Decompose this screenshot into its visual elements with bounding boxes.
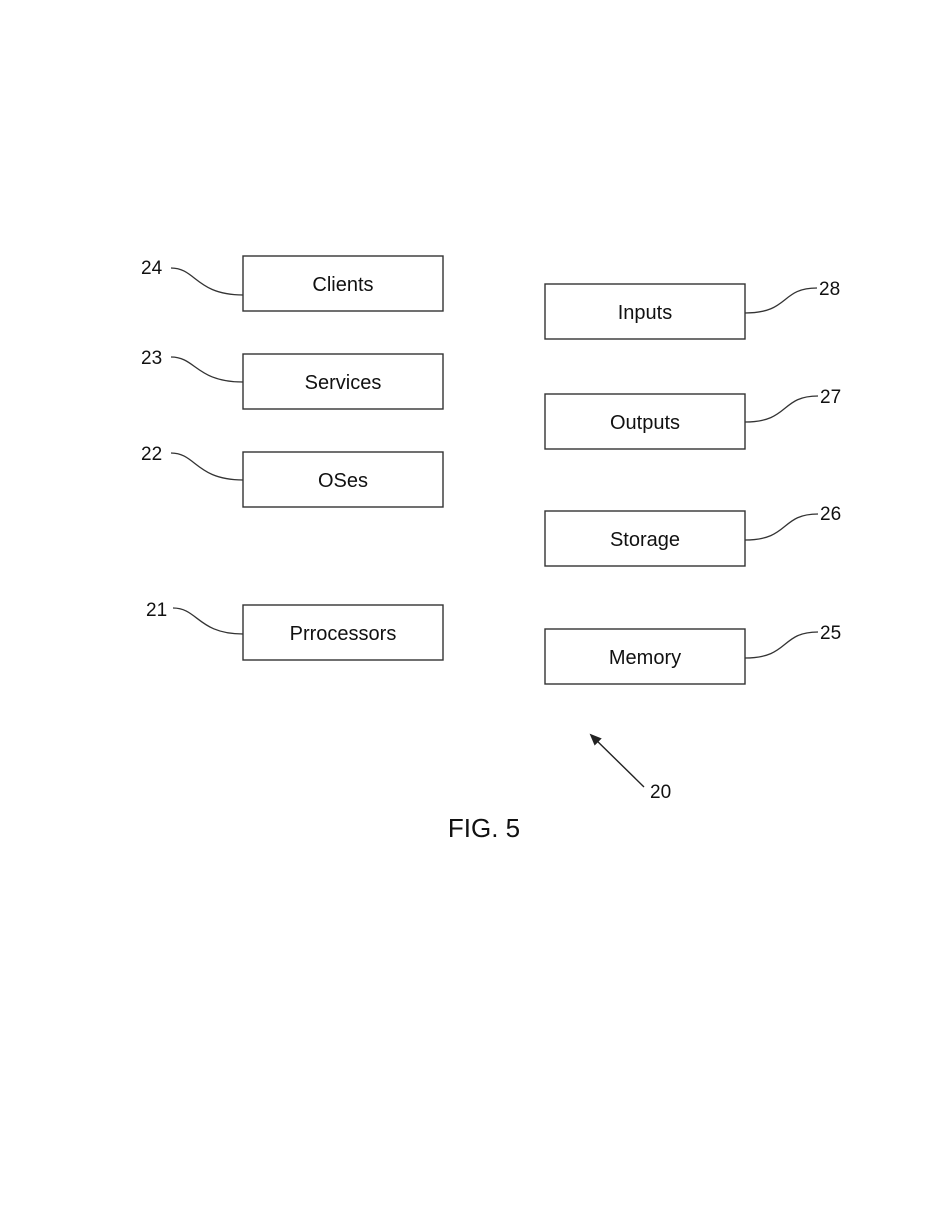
ref-number-22: 22: [141, 444, 162, 465]
leader-line-21: [173, 608, 243, 634]
ref-number-23: 23: [141, 348, 162, 369]
box-label-outputs: Outputs: [610, 412, 680, 434]
box-oses: OSes: [243, 452, 443, 507]
leader-line-22: [171, 453, 243, 480]
figure-caption: FIG. 5: [448, 813, 520, 843]
box-services: Services: [243, 354, 443, 409]
box-inputs: Inputs: [545, 284, 745, 339]
leader-line-23: [171, 357, 243, 382]
box-label-memory: Memory: [609, 647, 681, 669]
box-storage: Storage: [545, 511, 745, 566]
box-label-clients: Clients: [312, 274, 373, 296]
leader-line-27: [745, 396, 818, 422]
box-processors: Prrocessors: [243, 605, 443, 660]
ref-number-24: 24: [141, 258, 163, 279]
box-label-services: Services: [305, 372, 382, 394]
box-label-oses: OSes: [318, 470, 368, 492]
ref-number-25: 25: [820, 623, 841, 644]
ref-number-27: 27: [820, 387, 841, 408]
box-label-storage: Storage: [610, 529, 680, 551]
leader-line-25: [745, 632, 818, 658]
box-label-processors: Prrocessors: [290, 623, 397, 645]
system-arrow: [591, 735, 644, 787]
ref-number-26: 26: [820, 504, 841, 525]
leader-line-24: [171, 268, 243, 295]
ref-number-28: 28: [819, 279, 840, 300]
box-clients: Clients: [243, 256, 443, 311]
box-label-inputs: Inputs: [618, 302, 672, 324]
box-memory: Memory: [545, 629, 745, 684]
leader-line-26: [745, 514, 818, 540]
ref-number-21: 21: [146, 600, 167, 621]
ref-number-20: 20: [650, 782, 671, 803]
leader-line-28: [745, 288, 817, 313]
box-outputs: Outputs: [545, 394, 745, 449]
